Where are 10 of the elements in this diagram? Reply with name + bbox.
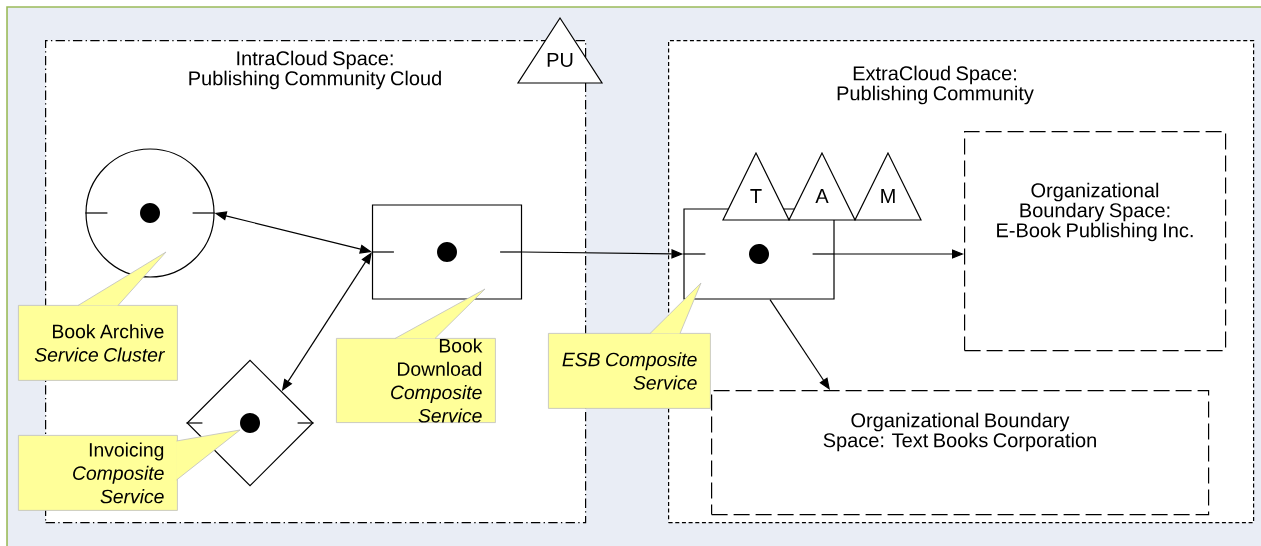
callout-box: Book Archive Service Cluster bbox=[18, 251, 178, 381]
space-boundary-box: Organizational Boundary Space: Text Books Corporation bbox=[711, 390, 1210, 516]
service-circle bbox=[84, 148, 216, 278]
space-boundary-box: Organizational Boundary Space: E-Book Publishing Inc. bbox=[964, 131, 1227, 352]
callout-box: ESB Composite Service bbox=[548, 282, 711, 409]
callout-box: Book Download Composite Service bbox=[336, 288, 496, 423]
service-box bbox=[371, 204, 523, 300]
callout-box: Invoicing Composite Service bbox=[18, 429, 241, 511]
service-diamond bbox=[185, 359, 315, 487]
arrow bbox=[769, 299, 830, 390]
